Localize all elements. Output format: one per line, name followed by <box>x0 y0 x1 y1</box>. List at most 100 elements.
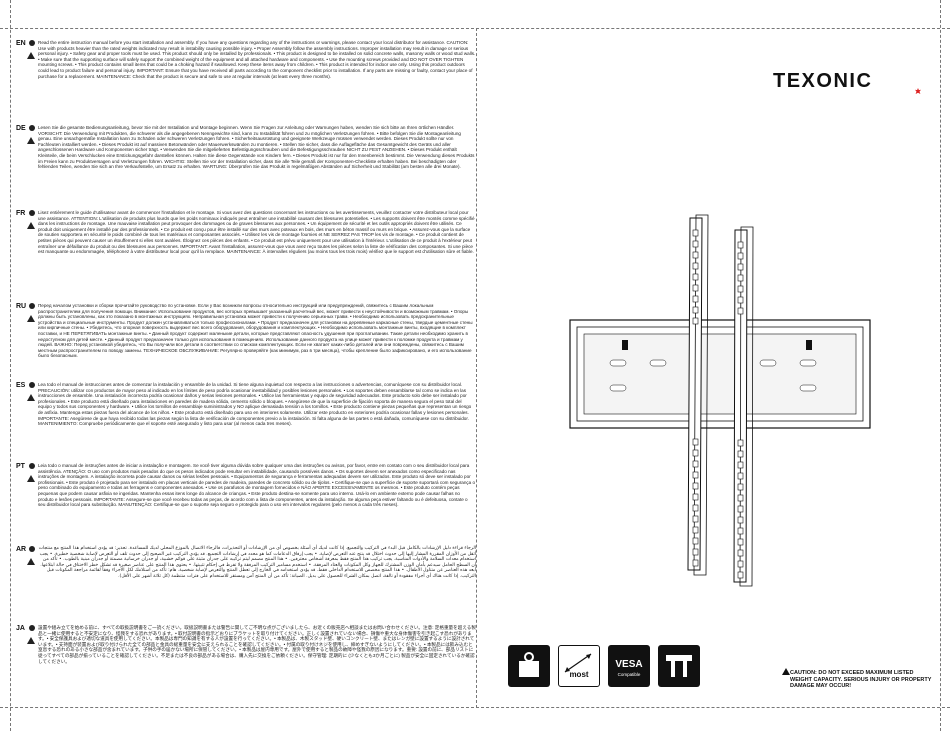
info-icon <box>29 546 35 564</box>
icon-most: most <box>558 645 600 687</box>
arm-slot <box>737 296 744 304</box>
vesa-sublabel: Compatible <box>617 672 641 677</box>
lang-code: JA <box>16 625 25 632</box>
lang-code: EN <box>16 40 26 47</box>
arm-slot <box>737 516 744 524</box>
arm-slot <box>692 526 699 534</box>
arm-slot <box>737 494 744 502</box>
arm-slot <box>692 284 699 292</box>
most-label: most <box>569 670 589 679</box>
section-text: 設置や組み立てを始める前に、すべての取扱説明書をご一読ください。取扱説明書または… <box>38 625 476 664</box>
info-icon <box>29 303 35 321</box>
section-es: ES Lea todo el manual de instrucciones a… <box>16 382 476 460</box>
instructions-panel: EN Read the entire instruction manual be… <box>16 40 476 700</box>
warning-icon <box>27 475 35 482</box>
arm-slot <box>737 241 744 249</box>
caution-text: CAUTION: DO NOT EXCEED MAXIMUM LISTED WE… <box>790 670 932 689</box>
arm-slot <box>692 240 699 248</box>
diagonal-icon <box>564 653 592 673</box>
weight-icon <box>519 652 539 677</box>
section-ru: RU Перед началом установки и сборки проч… <box>16 303 476 379</box>
lang-code: AR <box>16 546 27 553</box>
cut-line-bottom <box>0 707 950 708</box>
fold-line <box>476 28 477 708</box>
section-fr: FR Lisez entièrement le guide d'utilisat… <box>16 210 476 300</box>
warning-icon <box>27 558 35 565</box>
info-icon <box>29 125 35 143</box>
arm-slot <box>692 449 699 457</box>
lang-code: DE <box>16 125 26 132</box>
arm-slot <box>692 438 699 446</box>
arm-slot <box>737 439 744 447</box>
arm-slot <box>692 229 699 237</box>
arm-slot <box>737 461 744 469</box>
caution-icon <box>782 668 790 675</box>
arm-slot <box>737 285 744 293</box>
cover-panel: TEXONIC <box>480 40 940 700</box>
arm-slot <box>737 307 744 315</box>
info-icon <box>29 40 35 58</box>
arm-slot <box>737 571 744 579</box>
section-en: EN Read the entire instruction manual be… <box>16 40 476 122</box>
arm-holes <box>692 229 744 579</box>
arm-slot <box>692 251 699 259</box>
lang-code: RU <box>16 303 27 310</box>
icon-wall-mount <box>658 645 700 687</box>
vesa-label: VESA <box>615 659 643 670</box>
arm-slot <box>692 504 699 512</box>
icon-weight <box>508 645 550 687</box>
arm-slot <box>692 548 699 556</box>
tv-bracket-illustration <box>569 214 871 587</box>
arm-slot <box>737 560 744 568</box>
arm-slot <box>737 472 744 480</box>
section-text: الرجاء قراءة دليل الإرشادات بالكامل قبل … <box>38 546 476 579</box>
arm-slot <box>692 471 699 479</box>
icon-vesa: VESA Compatible <box>608 645 650 687</box>
info-icon <box>29 463 35 481</box>
warning-icon <box>27 52 35 59</box>
arm-slot <box>692 493 699 501</box>
arm-slot <box>737 527 744 535</box>
warning-icon <box>27 137 35 144</box>
cut-line-left <box>10 0 11 731</box>
cut-line-top <box>0 28 950 29</box>
info-icon <box>29 625 35 643</box>
section-text: Lea todo el manual de instrucciones ante… <box>38 382 472 427</box>
section-text: Перед началом установки и сборки прочита… <box>38 303 473 359</box>
warning-icon <box>27 394 35 401</box>
arm-slot <box>692 306 699 314</box>
lang-code: FR <box>16 210 26 217</box>
arm-slot <box>737 538 744 546</box>
arm-slot <box>737 263 744 271</box>
arm-slot <box>692 537 699 545</box>
arm-slot <box>692 295 699 303</box>
section-text: Read the entire instruction manual befor… <box>38 40 476 79</box>
arm-slot <box>692 515 699 523</box>
lang-code: ES <box>16 382 26 389</box>
arm-slot <box>737 505 744 513</box>
arm-slot <box>737 483 744 491</box>
arm-slot <box>737 450 744 458</box>
wall-mount-icon <box>666 655 692 677</box>
brand-logo: TEXONIC <box>773 70 873 92</box>
section-ja: JA 設置や組み立てを始める前に、すべての取扱説明書をご一読ください。取扱説明書… <box>16 625 476 700</box>
arm-slot <box>692 317 699 325</box>
arm-slot <box>737 549 744 557</box>
arm-slot <box>692 262 699 270</box>
warning-icon <box>27 315 35 322</box>
arm-slot <box>692 460 699 468</box>
arm-slot <box>692 273 699 281</box>
info-icon <box>29 382 35 400</box>
section-pt: PT Leia todo o manual de instruções ante… <box>16 463 476 543</box>
arm-slot <box>692 482 699 490</box>
arm-slot <box>737 252 744 260</box>
warning-icon <box>27 637 35 644</box>
lang-code: PT <box>16 463 25 470</box>
cut-line-right <box>940 0 941 731</box>
maple-leaf-icon <box>915 88 921 94</box>
section-text: Lesen Sie die gesamte Bedienungsanleitun… <box>38 125 475 170</box>
section-text: Lisez entièrement le guide d'utilisateur… <box>38 210 475 255</box>
section-de: DE Lesen Sie die gesamte Bedienungsanlei… <box>16 125 476 207</box>
warning-icon <box>27 222 35 229</box>
